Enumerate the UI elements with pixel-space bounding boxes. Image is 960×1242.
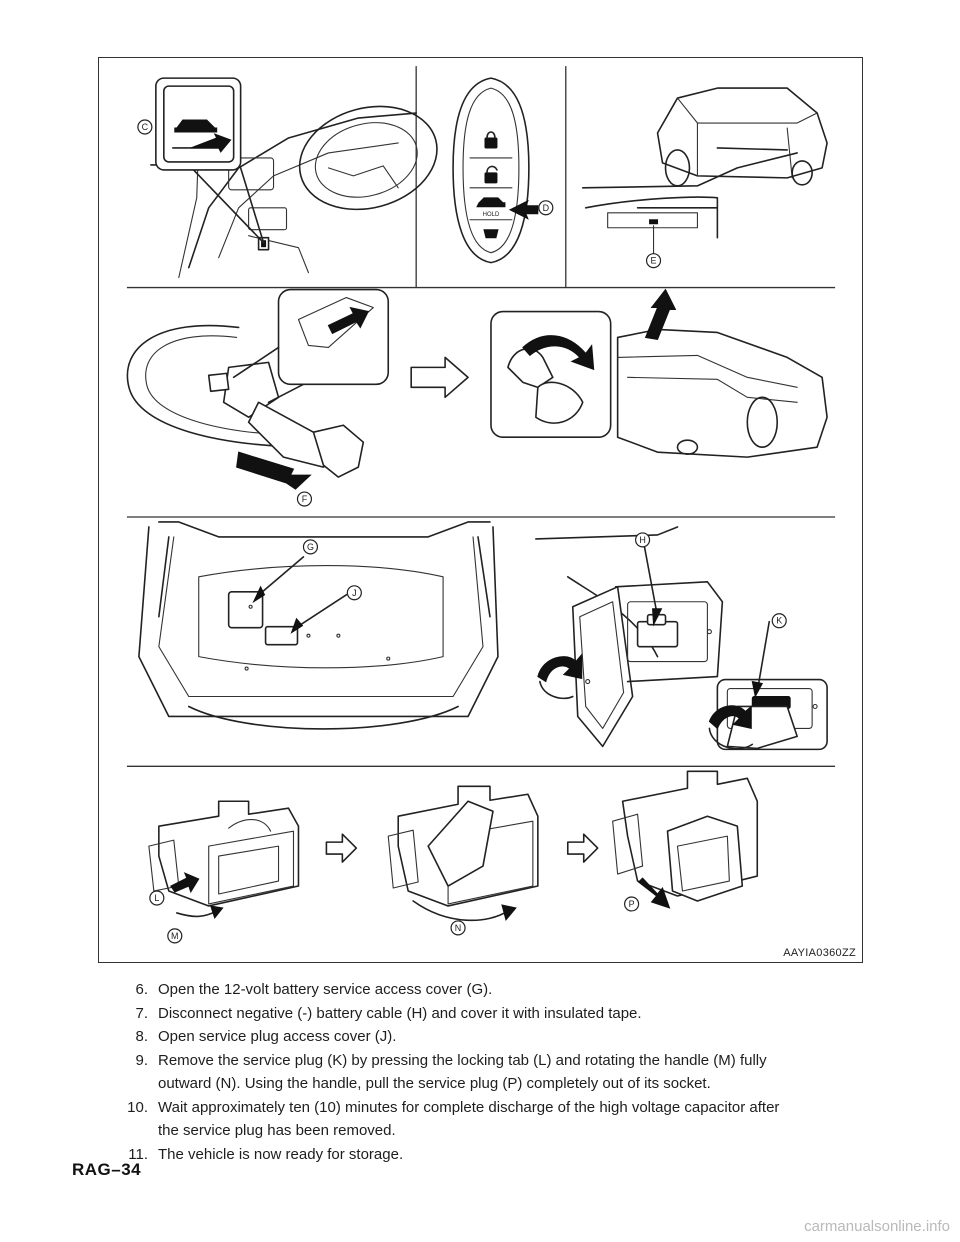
step-item: 10. Wait approximately ten (10) minutes f… bbox=[116, 1096, 876, 1120]
callout-m: M bbox=[171, 931, 178, 941]
callout-n: N bbox=[455, 923, 461, 933]
step-text: Open service plug access cover (J). bbox=[158, 1028, 397, 1045]
mechanical-key-panel: F bbox=[126, 288, 828, 507]
step-text: Disconnect negative (-) battery cable (H… bbox=[158, 1004, 642, 1022]
callout-c: C bbox=[142, 122, 149, 132]
callout-g: G bbox=[307, 542, 314, 552]
step-number: 9. bbox=[135, 1051, 148, 1069]
callout-f: F bbox=[302, 494, 308, 504]
step-text: outward (N). Using the handle, pull the … bbox=[158, 1075, 711, 1092]
step-text: The vehicle is now ready for storage. bbox=[158, 1145, 404, 1163]
callout-h: H bbox=[639, 535, 645, 545]
step-arrow-2 bbox=[325, 833, 358, 863]
open-trunk-panel: G J bbox=[138, 521, 499, 730]
fob-hold-label: HOLD bbox=[483, 212, 500, 218]
step-list: 6. Open the 12-volt battery service acces… bbox=[116, 978, 876, 1166]
step-item: 8. Open service plug access cover (J). bbox=[116, 1025, 876, 1049]
plug-removal-sequence-panel: L M N P bbox=[148, 770, 759, 944]
car-rear-panel: E bbox=[581, 87, 828, 269]
step-number: 10. bbox=[127, 1098, 148, 1116]
figure-code: AAYIA0360ZZ bbox=[783, 947, 856, 959]
step-item-continued: the service plug has been removed. bbox=[116, 1119, 876, 1143]
step-number: 11. bbox=[128, 1145, 148, 1163]
watermark: carmanualsonline.info bbox=[804, 1218, 950, 1235]
step-text: Remove the service plug (K) by pressing … bbox=[158, 1051, 767, 1069]
step-arrow-1 bbox=[410, 356, 469, 399]
page-number: RAG–34 bbox=[72, 1160, 142, 1179]
service-illustration: C HOLD D bbox=[98, 57, 863, 963]
dashboard-panel: C bbox=[137, 77, 438, 279]
step-number: 6. bbox=[135, 981, 148, 998]
callout-l: L bbox=[154, 893, 159, 903]
callout-k: K bbox=[776, 616, 782, 626]
step-item: 6. Open the 12-volt battery service acces… bbox=[116, 978, 876, 1002]
step-item: 9. Remove the service plug (K) by pressin… bbox=[116, 1049, 876, 1073]
key-fob-panel: HOLD D bbox=[452, 77, 554, 264]
step-number: 7. bbox=[135, 1004, 148, 1022]
step-item: 7. Disconnect negative (-) battery cable … bbox=[116, 1002, 876, 1026]
callout-p: P bbox=[629, 899, 635, 909]
step-text: Wait approximately ten (10) minutes for … bbox=[158, 1098, 780, 1116]
callout-j: J bbox=[352, 588, 356, 598]
step-item: 11. The vehicle is now ready for storage. bbox=[116, 1143, 876, 1167]
callout-e: E bbox=[651, 256, 657, 266]
step-number: 8. bbox=[135, 1028, 148, 1045]
step-item-continued: outward (N). Using the handle, pull the … bbox=[116, 1072, 876, 1096]
callout-d: D bbox=[543, 203, 550, 213]
illustration-drawing: C HOLD D bbox=[126, 66, 836, 944]
step-text: Open the 12-volt battery service access … bbox=[158, 981, 493, 998]
step-text: the service plug has been removed. bbox=[158, 1122, 396, 1139]
service-plug-cover-panel: H K bbox=[535, 526, 828, 751]
step-arrow-3 bbox=[566, 833, 599, 863]
